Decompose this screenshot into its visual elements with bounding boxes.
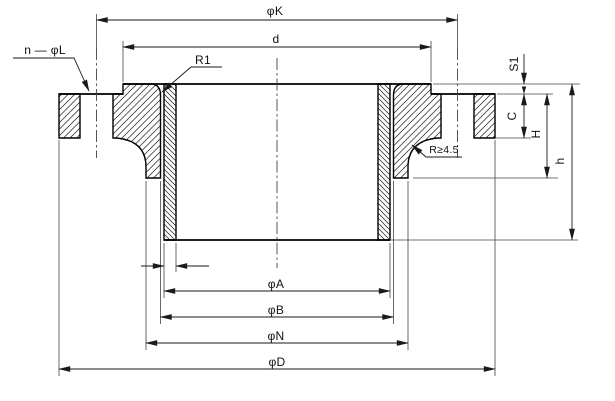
leader-bolt-hole — [13, 57, 90, 92]
flange-body-sections — [58, 83, 496, 179]
label-phi-a: φA — [267, 277, 285, 291]
label-c: C — [505, 111, 519, 121]
label-phi-n: φN — [267, 329, 285, 343]
label-r1: R1 — [195, 53, 211, 67]
label-bolt-holes: n — φL — [24, 43, 66, 57]
pipe-wall-right — [377, 83, 391, 241]
label-h-cap: H — [529, 129, 543, 139]
label-r-min: R≥4.5 — [429, 144, 459, 156]
centerlines — [96, 48, 458, 268]
label-s1: S1 — [507, 56, 521, 72]
leader-r-min — [411, 144, 462, 158]
label-face-dia: d — [272, 32, 280, 46]
label-phi-d: φD — [268, 355, 286, 369]
pipe-wall-left — [163, 83, 177, 241]
extension-lines — [58, 14, 580, 376]
leader-r1 — [161, 66, 222, 93]
label-phi-b: φB — [267, 303, 285, 317]
leader-lines — [13, 57, 462, 158]
flange-body-left — [112, 83, 162, 179]
dim-s1-lower-arrow — [521, 86, 527, 94]
label-bolt-circle-dia: φK — [266, 4, 284, 18]
dimension-lines — [58, 17, 575, 372]
flange-plate-left-outer — [58, 93, 81, 139]
flange-body-right — [392, 83, 442, 179]
pipe-wall-sections — [163, 83, 391, 241]
flange-plate-right-outer — [473, 93, 496, 139]
label-h-low: h — [553, 157, 567, 165]
